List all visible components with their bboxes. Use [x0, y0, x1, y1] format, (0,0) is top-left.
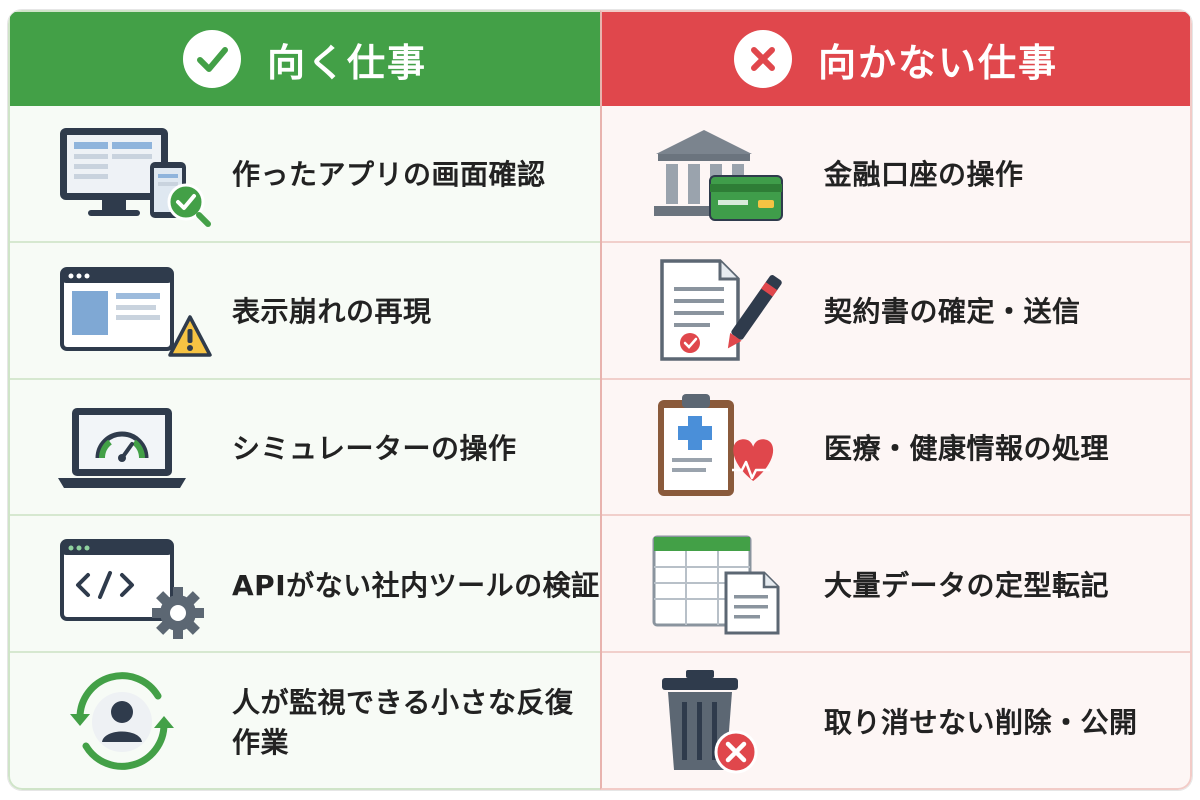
good-item-label: 作ったアプリの画面確認	[232, 158, 546, 192]
x-icon	[733, 30, 792, 88]
layout-warning-icon	[54, 255, 214, 365]
bad-item-label: 取り消せない削除・公開	[824, 705, 1138, 739]
bad-header: 向かない仕事	[602, 12, 1190, 106]
app-screen-check-icon	[54, 118, 214, 228]
bad-item-data-entry: 大量データの定型転記	[602, 514, 1190, 651]
simulator-gauge-icon	[54, 392, 214, 502]
trash-x-icon	[646, 666, 806, 776]
bad-tasks-column: 向かない仕事	[600, 10, 1192, 790]
bad-item-medical: 医療・健康情報の処理	[602, 377, 1190, 515]
good-item-layout-bug: 表示崩れの再現	[10, 240, 600, 378]
good-tasks-column: 向く仕事	[8, 10, 600, 790]
good-item-app-check: 作ったアプリの画面確認	[10, 106, 600, 241]
good-item-label: シミュレーターの操作	[232, 431, 517, 465]
check-icon	[182, 30, 241, 88]
good-title: 向く仕事	[266, 40, 427, 85]
good-item-label: 表示崩れの再現	[232, 295, 432, 329]
bad-item-label: 医療・健康情報の処理	[824, 431, 1110, 465]
good-item-label: APIがない社内ツールの検証	[232, 568, 600, 602]
good-header: 向く仕事	[10, 12, 600, 106]
contract-pen-icon	[646, 255, 806, 365]
good-item-repetitive: 人が監視できる小さな反復作業	[10, 651, 600, 788]
bank-card-icon	[646, 118, 806, 228]
code-gear-icon	[54, 529, 214, 639]
spreadsheet-document-icon	[646, 529, 806, 639]
bad-item-contract: 契約書の確定・送信	[602, 240, 1190, 378]
medical-clipboard-icon	[646, 392, 806, 502]
comparison-table: 向く仕事	[8, 10, 1192, 790]
good-item-label: 人が監視できる小さな反復作業	[232, 685, 574, 759]
bad-item-label: 大量データの定型転記	[824, 568, 1110, 602]
bad-item-label: 契約書の確定・送信	[824, 295, 1081, 329]
bad-item-label: 金融口座の操作	[824, 158, 1024, 192]
person-repeat-icon	[54, 666, 214, 776]
bad-title: 向かない仕事	[817, 40, 1058, 85]
good-item-internal-tool: APIがない社内ツールの検証	[10, 514, 600, 651]
bad-item-irreversible: 取り消せない削除・公開	[602, 651, 1190, 788]
bad-item-bank: 金融口座の操作	[602, 106, 1190, 241]
good-item-simulator: シミュレーターの操作	[10, 377, 600, 515]
